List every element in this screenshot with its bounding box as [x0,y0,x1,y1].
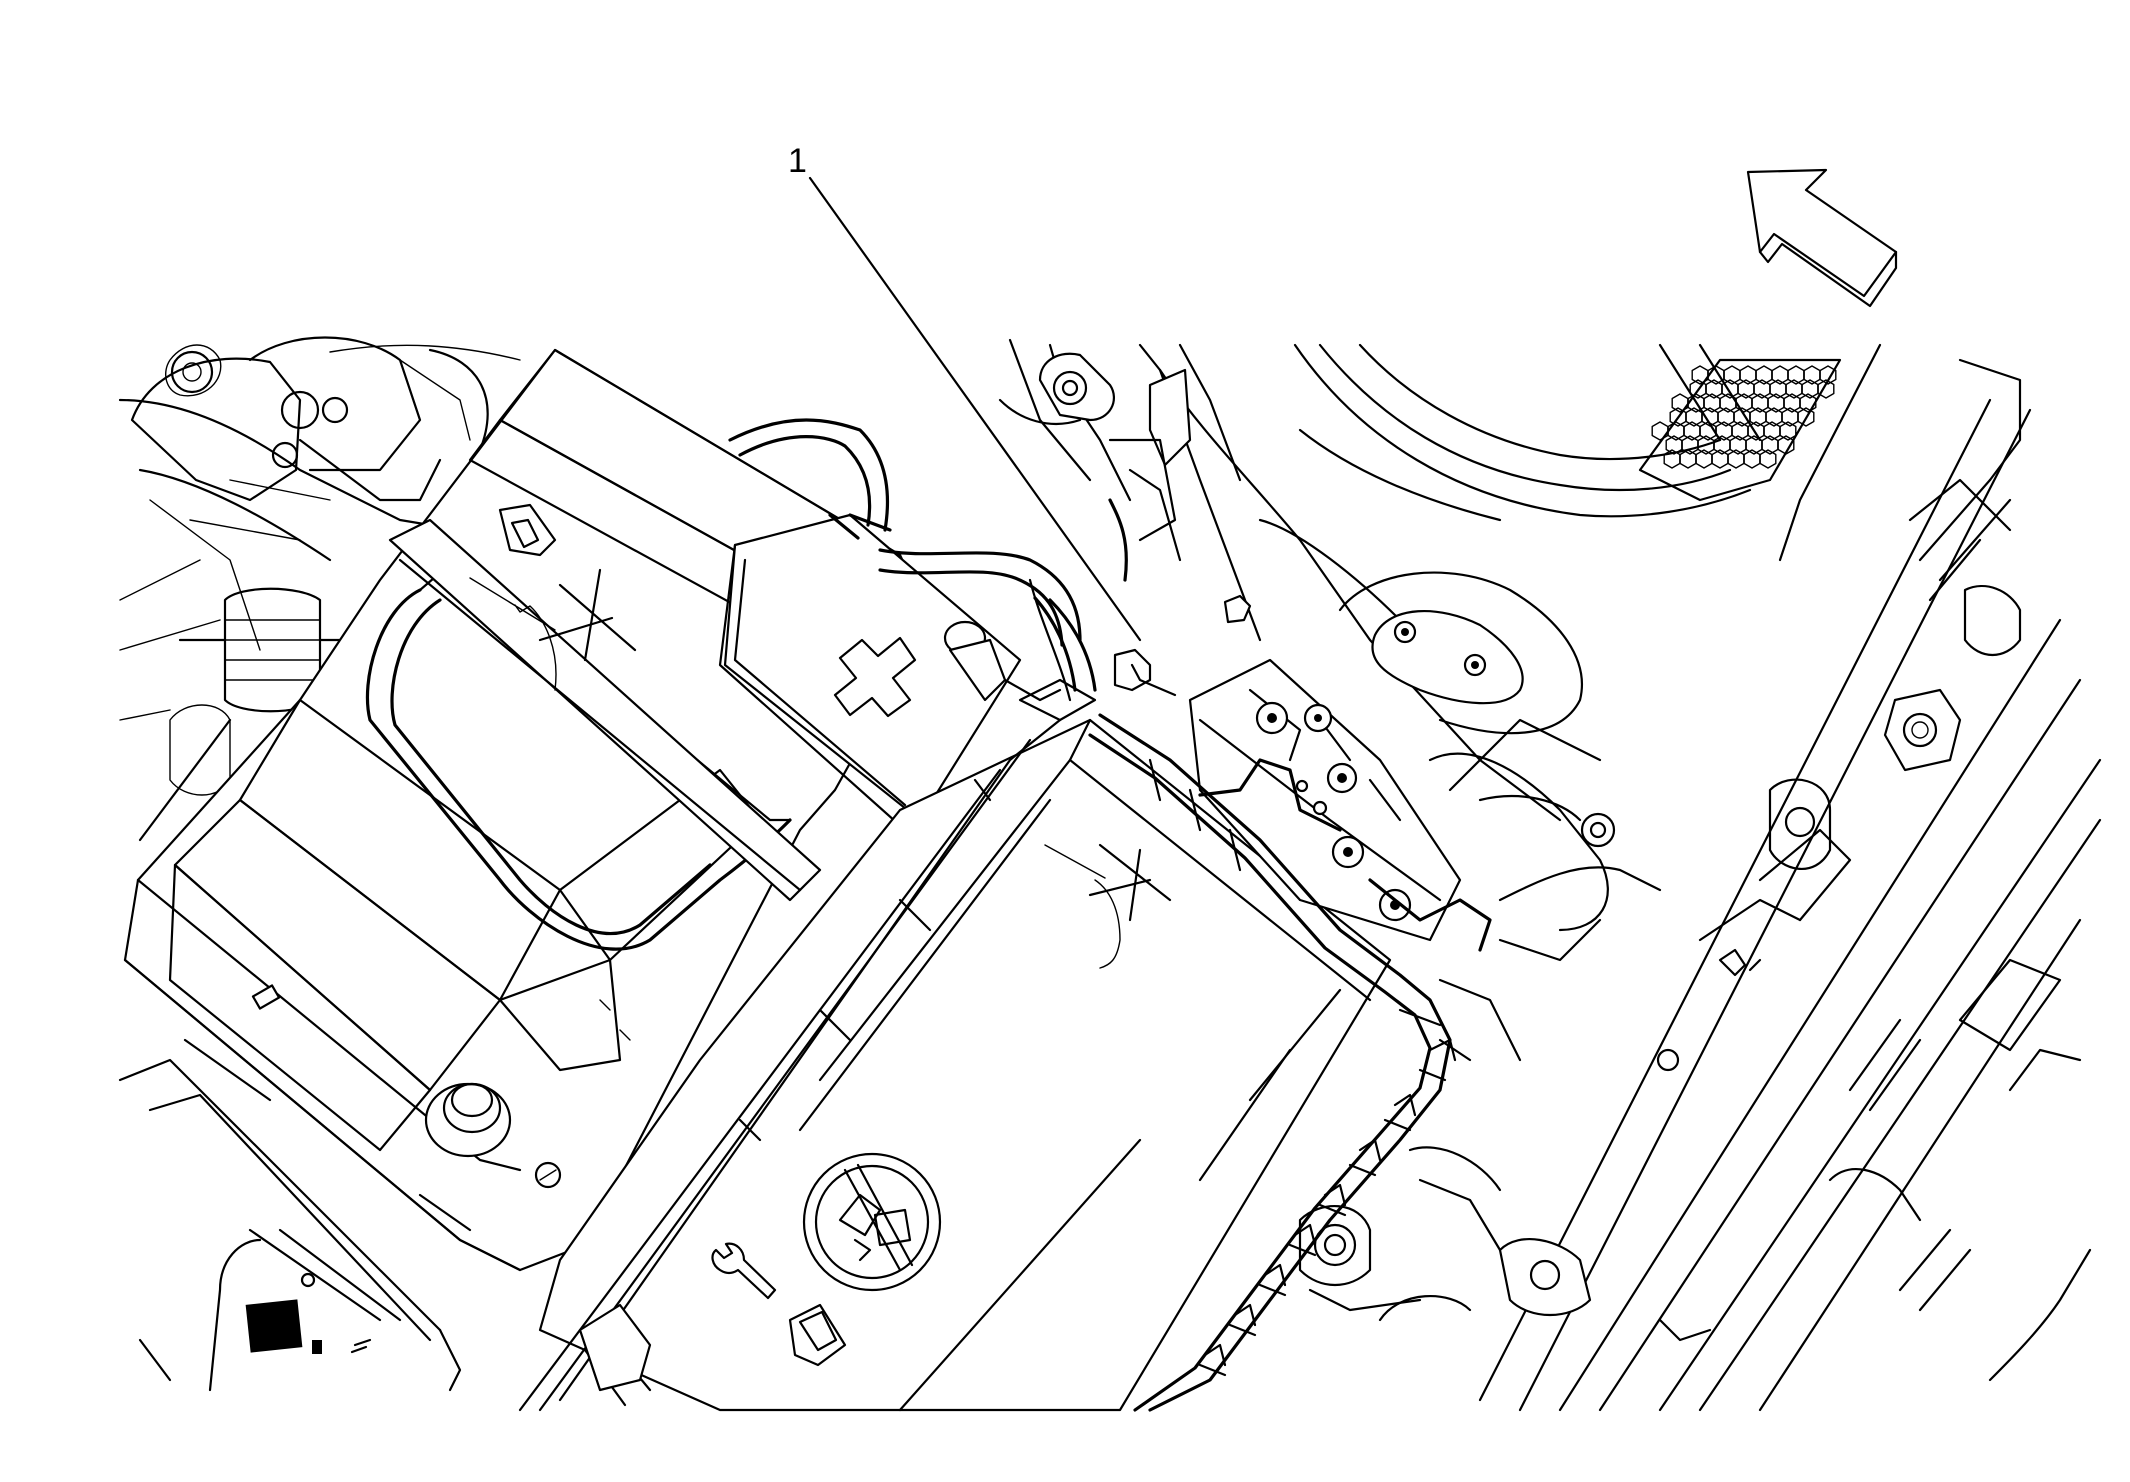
crossed-out-sensor-icon [469,568,637,691]
positive-terminal-cover [718,513,1062,832]
grille-cell [1651,421,1669,441]
wrench-icon [711,1242,777,1300]
grille-cell [1777,435,1795,455]
fuse-block [1188,658,1492,952]
callout-label-1: 1 [788,142,807,180]
battery-right [538,718,1392,1412]
wheel-house-panel [998,338,1762,1192]
grille-cell [1797,407,1815,427]
battery-tray-rail [518,678,1097,1412]
plus-icon [833,636,917,718]
battery-cables [728,418,1097,702]
crossed-out-recycle-icon [802,1152,942,1292]
honeycomb-grille [1638,358,1842,502]
grille-cell [1819,365,1837,385]
grille-cell [1779,421,1797,441]
battery-left [123,348,932,1272]
fender-label-plate [118,1058,462,1392]
crossed-out-sensor-icon-2 [1044,843,1172,969]
right-frame-rails [1298,343,2102,1412]
grille-cell [1817,379,1835,399]
grille-cell [1799,393,1817,413]
callout-leader-line-1 [808,176,1142,642]
forward-arrow-icon [1746,168,1898,308]
wire-harness [1088,713,1472,1412]
grille-cell [1759,449,1777,469]
negative-terminal [424,1082,512,1158]
fuse-block-bolts [1255,701,1412,922]
